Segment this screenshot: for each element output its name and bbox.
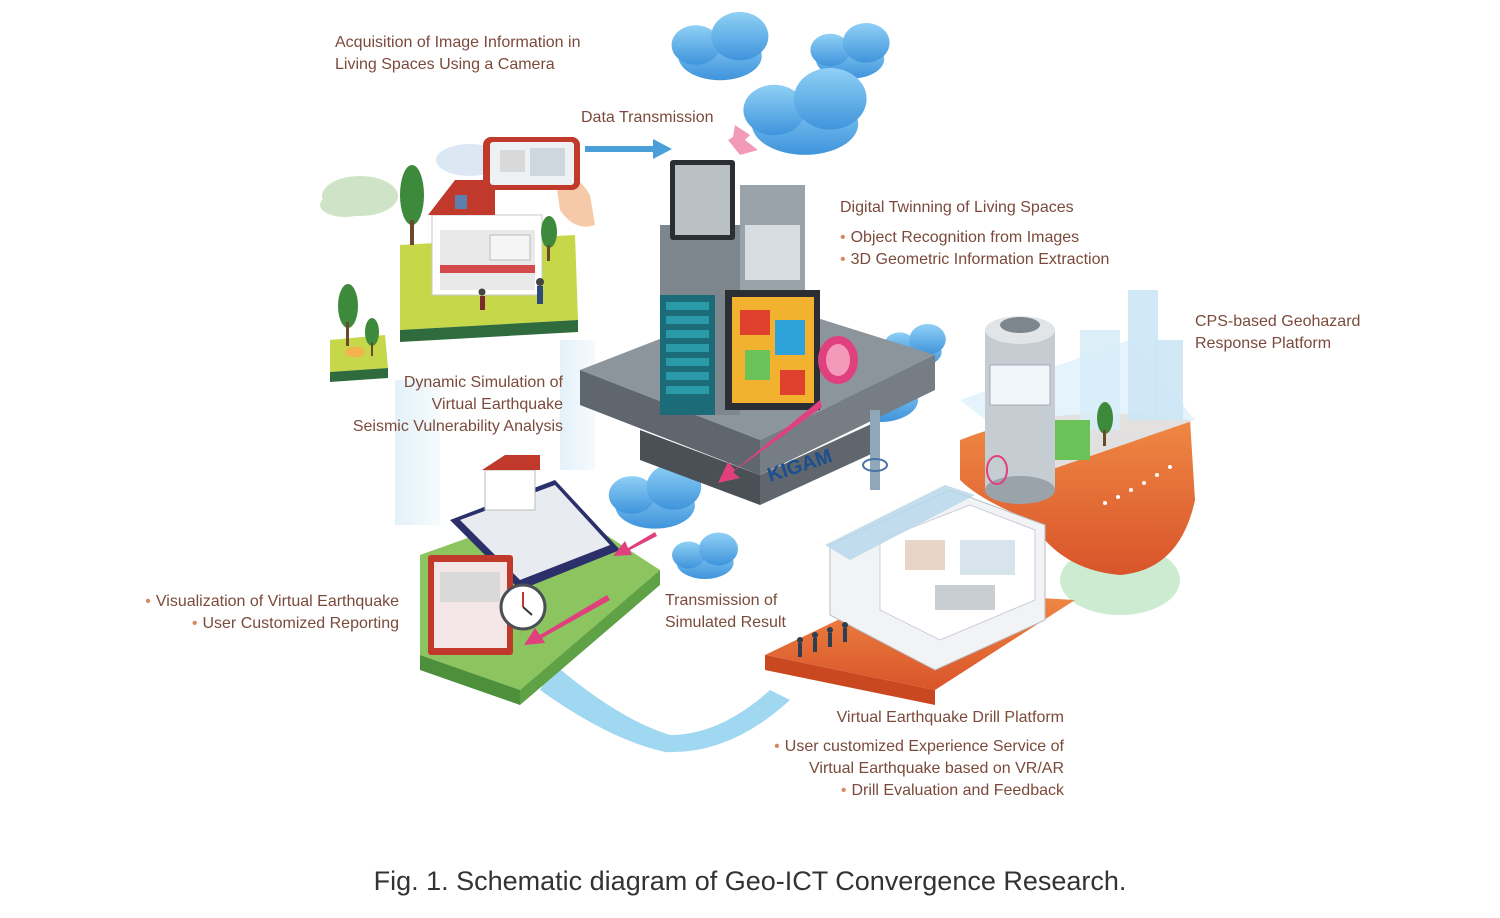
drill-bullet-2: •Drill Evaluation and Feedback <box>774 780 1064 802</box>
digital-twin-bullet-2: •3D Geometric Information Extraction <box>840 249 1109 271</box>
dynamic-simulation-line-3: Seismic Vulnerability Analysis <box>353 416 563 438</box>
cps-platform-label: CPS-based Geohazard Response Platform <box>1195 311 1360 355</box>
acquisition-label-line-1: Acquisition of Image Information in <box>335 32 580 54</box>
drill-bullet-1-text: User customized Experience Service of <box>785 738 1064 755</box>
drill-bullet-1: •User customized Experience Service of <box>774 736 1064 758</box>
drill-bullet-2-text: Drill Evaluation and Feedback <box>851 782 1064 799</box>
digital-twin-bullets: •Object Recognition from Images •3D Geom… <box>840 227 1109 271</box>
acquisition-label: Acquisition of Image Information in Livi… <box>335 32 580 76</box>
house-island <box>400 165 578 342</box>
digital-twin-bullet-1-text: Object Recognition from Images <box>851 229 1080 246</box>
visualization-bullet-2-text: User Customized Reporting <box>202 615 399 632</box>
visualization-bullets: •Visualization of Virtual Earthquake •Us… <box>145 591 399 635</box>
digital-twin-bullet-2-text: 3D Geometric Information Extraction <box>851 251 1110 268</box>
visualization-bullet-1: •Visualization of Virtual Earthquake <box>145 591 399 613</box>
digital-twin-title: Digital Twinning of Living Spaces <box>840 197 1074 219</box>
digital-twin-server: KIGAM <box>580 125 935 505</box>
small-tree-island <box>330 284 388 382</box>
data-transmission-label: Data Transmission <box>581 107 714 129</box>
cps-platform-line-2: Response Platform <box>1195 333 1360 355</box>
transmission-result-line-1: Transmission of <box>665 590 786 612</box>
acquisition-label-line-2: Living Spaces Using a Camera <box>335 54 580 76</box>
drill-bullet-1-continued: Virtual Earthquake based on VR/AR <box>774 758 1064 780</box>
dynamic-simulation-label: Dynamic Simulation of Virtual Earthquake… <box>353 372 563 438</box>
drill-platform-title: Virtual Earthquake Drill Platform <box>837 707 1064 729</box>
dynamic-simulation-line-2: Virtual Earthquake <box>353 394 563 416</box>
visualization-bullet-2: •User Customized Reporting <box>145 613 399 635</box>
cps-platform-line-1: CPS-based Geohazard <box>1195 311 1360 333</box>
data-transmission-arrow <box>585 139 672 159</box>
transmission-result-line-2: Simulated Result <box>665 612 786 634</box>
digital-twin-bullet-1: •Object Recognition from Images <box>840 227 1109 249</box>
visualization-bullet-1-text: Visualization of Virtual Earthquake <box>156 593 399 610</box>
transmission-result-label: Transmission of Simulated Result <box>665 590 786 634</box>
dynamic-simulation-line-1: Dynamic Simulation of <box>353 372 563 394</box>
drill-bullets: •User customized Experience Service of V… <box>774 736 1064 802</box>
figure-caption: Fig. 1. Schematic diagram of Geo-ICT Con… <box>0 866 1500 897</box>
camera-phone-icon <box>483 137 595 227</box>
